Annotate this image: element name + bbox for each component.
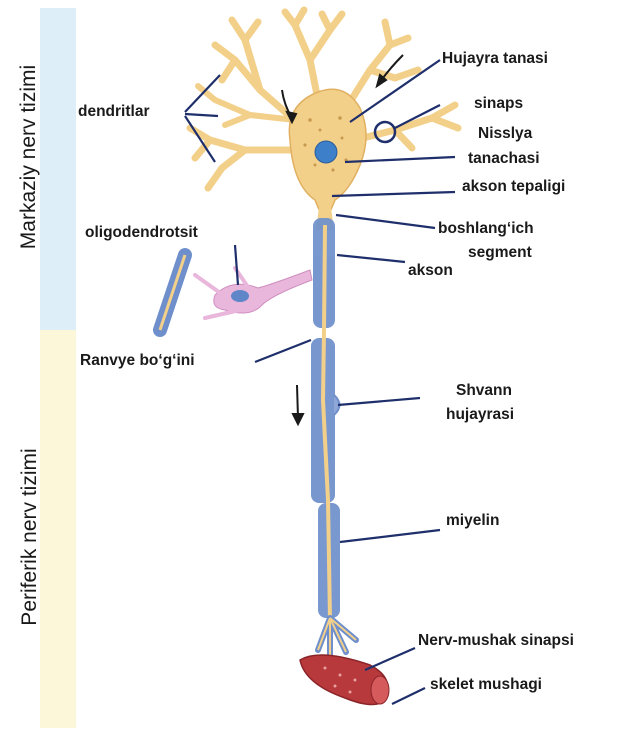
label-synapse: sinaps [474,95,523,113]
label-axon: akson [408,262,453,280]
label-dendrites: dendritlar [78,103,149,121]
label-axon-hillock: akson tepaligi [462,178,565,196]
nucleus [315,141,337,163]
label-nissl-1: Nisslya [478,125,532,143]
label-skeletal-muscle: skelet mushagi [430,676,542,694]
label-initial-segment-2: segment [468,244,532,262]
label-node-of-ranvier: Ranvye bo‘g‘ini [80,352,195,370]
label-oligodendrocyte: oligodendrotsit [85,224,198,242]
label-schwann-1: Shvann [456,382,512,400]
skeletal-muscle [300,655,389,705]
label-schwann-2: hujayrasi [446,406,514,424]
label-cell-body: Hujayra tanasi [442,50,548,68]
label-myelin: miyelin [446,512,499,530]
label-initial-segment-1: boshlang‘ich [438,220,534,238]
label-nissl-2: tanachasi [468,150,540,168]
label-nmj: Nerv-mushak sinapsi [418,632,574,650]
